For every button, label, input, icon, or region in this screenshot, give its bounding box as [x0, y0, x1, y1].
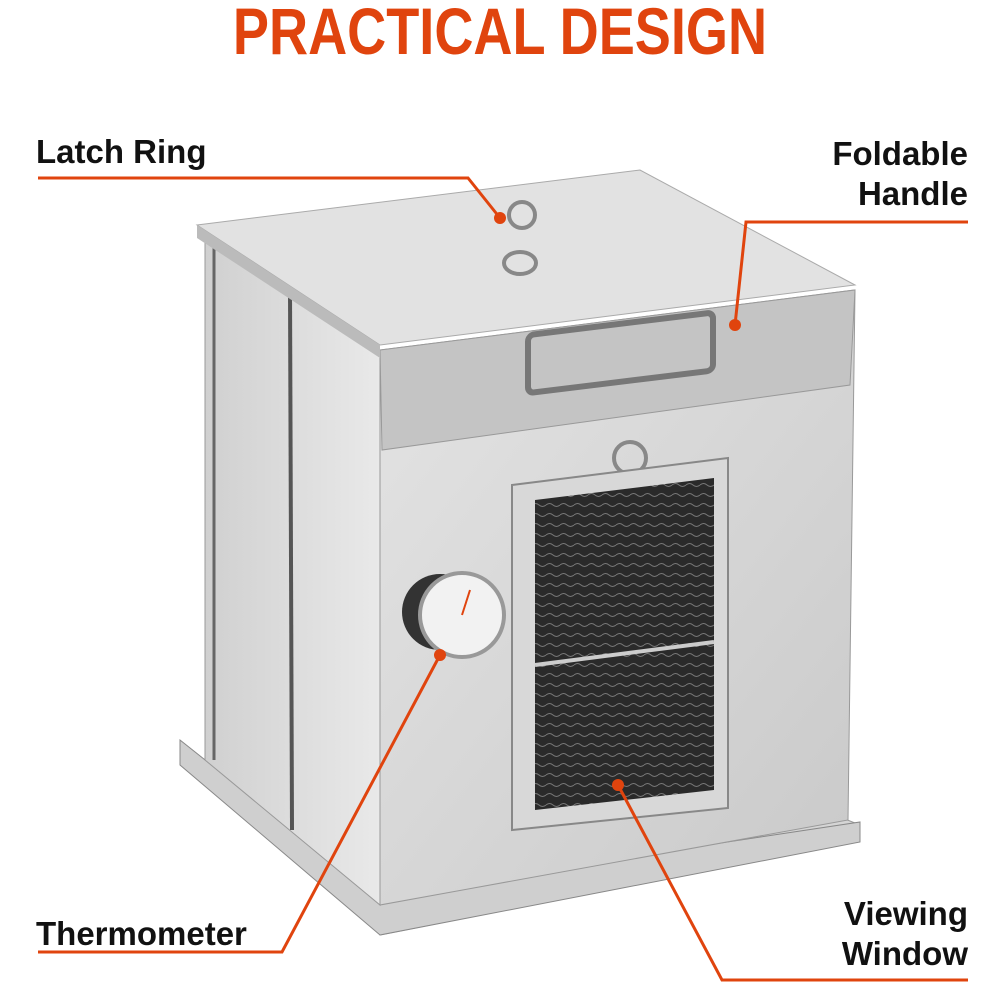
label-thermometer: Thermometer: [36, 915, 247, 952]
label-line: Foldable: [832, 135, 968, 172]
foldable-handle-icon: [525, 310, 716, 396]
label-latch-ring: Latch Ring: [36, 133, 207, 170]
label-foldable-handle: Foldable Handle: [832, 134, 968, 214]
label-line: Viewing: [843, 895, 968, 932]
label-line: Handle: [857, 175, 968, 212]
latch-ring-icon: [507, 200, 537, 230]
viewing-window-glass: [535, 478, 714, 810]
label-viewing-window: Viewing Window: [842, 894, 968, 974]
page-title: PRACTICAL DESIGN: [232, 0, 768, 68]
label-line: Window: [841, 935, 968, 972]
callout-lines: [38, 176, 968, 982]
